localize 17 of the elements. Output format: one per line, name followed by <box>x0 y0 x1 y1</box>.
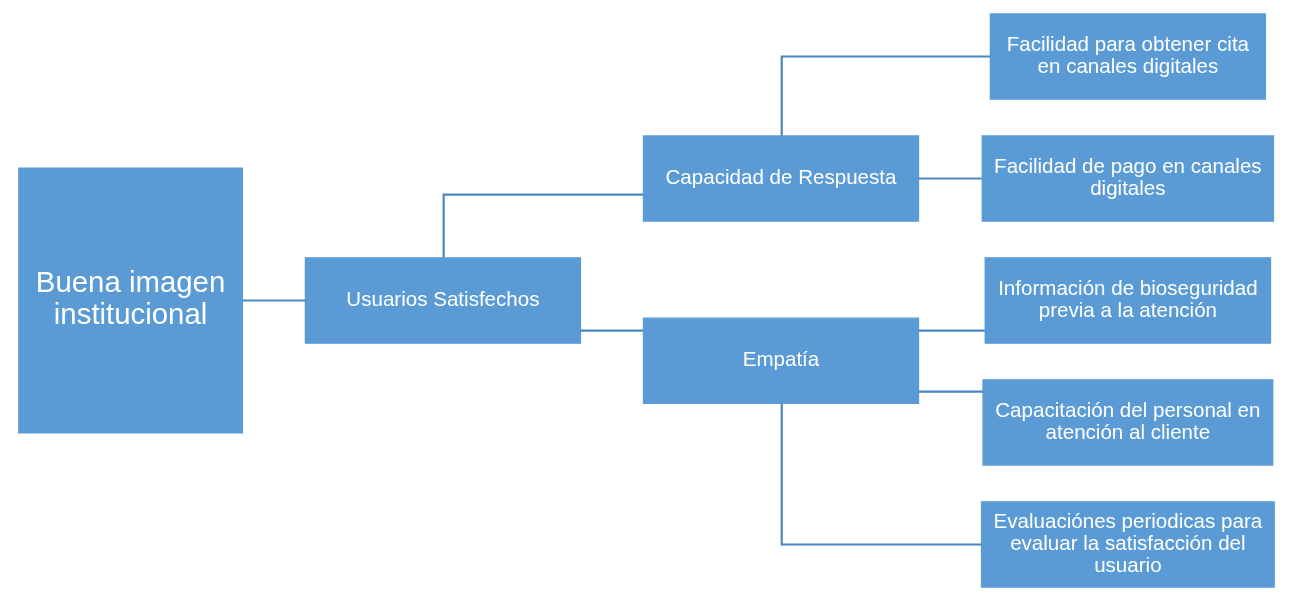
node-box: Capacidad de Respuesta <box>642 135 919 222</box>
connector <box>579 329 643 332</box>
node-box: Capacitación del personal en atención al cliente <box>981 379 1273 466</box>
connector <box>442 193 643 258</box>
connector <box>918 177 982 180</box>
connector <box>780 55 990 136</box>
node-box: Usuarios Satisfechos <box>304 257 581 344</box>
node-box: Facilidad de pago en canales digitales <box>981 135 1274 222</box>
node-box: Facilidad para obtener cita en canales digitales <box>989 13 1266 100</box>
connector <box>918 390 983 393</box>
node-box: Información de bioseguridad previa a la atención <box>984 257 1271 344</box>
connector <box>241 299 305 302</box>
connector <box>918 329 985 332</box>
node-box: Empatía <box>642 317 919 405</box>
node-box: Evaluaciónes periodicas para evaluar la satisfacción del usuario <box>980 501 1275 588</box>
node-box: Buena imagen institucional <box>17 167 243 434</box>
connector <box>780 403 982 546</box>
